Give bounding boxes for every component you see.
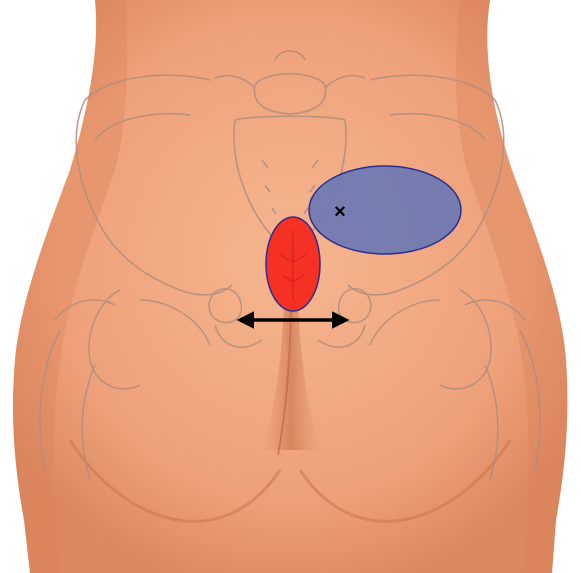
x-mark: × <box>334 201 346 223</box>
blue-oval-marker <box>309 166 461 254</box>
